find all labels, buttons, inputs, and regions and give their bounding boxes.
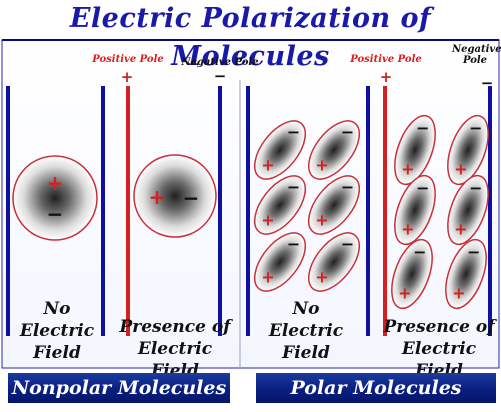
minus-charge: − xyxy=(416,178,429,197)
minus-charge: − xyxy=(416,118,429,137)
polar-molecule-aligned: +− xyxy=(445,238,487,310)
minus-charge: − xyxy=(467,242,480,261)
plus-charge: + xyxy=(315,155,328,174)
polar-molecule-aligned: +− xyxy=(447,114,489,186)
nonpolar-molecule-field: + − xyxy=(133,154,217,238)
polar-molecule-aligned: +− xyxy=(394,174,436,246)
plus-charge: + xyxy=(261,155,274,174)
minus-charge: − xyxy=(341,123,354,142)
minus-charge: − xyxy=(341,178,354,197)
nonpolar-no-field-label: No Electric Field xyxy=(19,299,95,363)
negative-pole-label-2: Negative Pole xyxy=(452,44,501,66)
minus-charge: − xyxy=(287,178,300,197)
polar-molecule: +− xyxy=(307,232,361,292)
plate-right-2 xyxy=(366,86,370,336)
plate-positive-1 xyxy=(126,86,130,336)
polar-molecule: +− xyxy=(307,120,361,180)
positive-pole-label-2: Positive Pole xyxy=(350,54,422,65)
plus-charge: + xyxy=(315,267,328,286)
polar-molecules-no-field: +−+−+−+−+−+− xyxy=(253,120,361,292)
plate-negative-1 xyxy=(218,86,222,336)
plus-charge: + xyxy=(315,210,328,229)
negative-sign-1: − xyxy=(214,67,227,85)
plus-charge: + xyxy=(398,284,411,303)
polar-molecule: +− xyxy=(253,232,307,292)
minus-charge: − xyxy=(469,178,482,197)
minus-charge: − xyxy=(287,235,300,254)
minus-charge: − xyxy=(287,123,300,142)
positive-sign-2: + xyxy=(380,68,393,86)
polar-field-label: Presence of Electric Field xyxy=(383,317,495,381)
plus-charge: + xyxy=(261,267,274,286)
polar-molecule-aligned: +− xyxy=(391,238,433,310)
plus-charge: + xyxy=(401,160,414,179)
plate-left-1 xyxy=(6,86,10,336)
polar-molecule-aligned: +− xyxy=(447,174,489,246)
minus-charge: − xyxy=(183,186,200,210)
plus-charge: + xyxy=(261,210,274,229)
minus-charge: − xyxy=(47,202,64,226)
positive-sign-1: + xyxy=(121,68,134,86)
minus-charge: − xyxy=(341,235,354,254)
plate-right-1 xyxy=(101,86,105,336)
negative-pole-label-1: Negative Pole xyxy=(181,57,259,68)
nonpolar-banner: Nonpolar Molecules xyxy=(8,373,230,403)
plate-negative-2 xyxy=(488,86,492,336)
polar-molecule: +− xyxy=(253,175,307,235)
plus-charge: + xyxy=(149,185,166,209)
plus-charge: + xyxy=(401,220,414,239)
minus-charge: − xyxy=(469,118,482,137)
polar-no-field-label: No Electric Field xyxy=(268,299,344,363)
plus-charge: + xyxy=(47,171,64,195)
polar-molecules-field: +−+−+−+−+−+− xyxy=(391,114,489,310)
positive-pole-label-1: Positive Pole xyxy=(92,54,164,65)
plate-positive-2 xyxy=(383,86,387,336)
plus-charge: + xyxy=(452,284,465,303)
nonpolar-molecule-no-field: + − xyxy=(12,155,98,241)
plus-charge: + xyxy=(454,220,467,239)
polar-molecule: +− xyxy=(253,120,307,180)
polar-banner: Polar Molecules xyxy=(256,373,496,403)
minus-charge: − xyxy=(413,242,426,261)
negative-sign-2: − xyxy=(481,74,494,92)
plus-charge: + xyxy=(454,160,467,179)
nonpolar-field-label: Presence of Electric Field xyxy=(119,317,231,381)
plate-left-2 xyxy=(246,86,250,336)
page-title: Electric Polarization of Molecules xyxy=(69,3,432,72)
polar-molecule: +− xyxy=(307,175,361,235)
polar-molecule-aligned: +− xyxy=(394,114,436,186)
